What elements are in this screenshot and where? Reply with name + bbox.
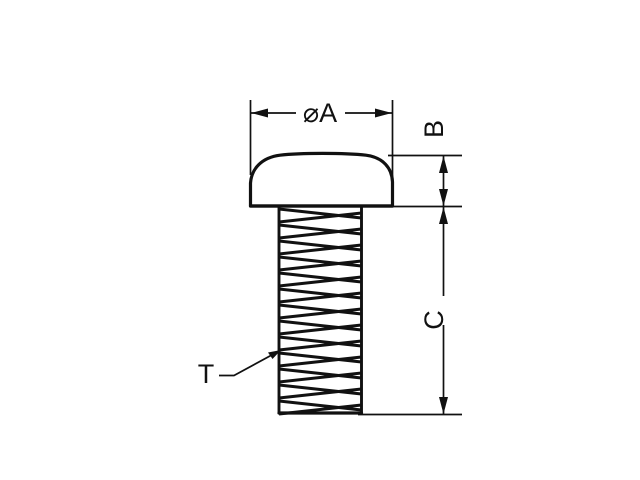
dimension-head-height-b: B (388, 120, 462, 208)
arrowhead-c-up (439, 207, 448, 224)
arrowhead-t (268, 350, 281, 359)
label-head-height-b: B (419, 120, 449, 138)
thread-helix-front (278, 207, 362, 412)
arrowhead-b-up (439, 156, 448, 173)
label-thread-t: T (198, 359, 215, 389)
thread-helix-back (278, 211, 362, 416)
label-diameter-a: ⌀A (303, 98, 337, 128)
arrowhead-c-down (439, 397, 448, 414)
callout-thread-t: T (198, 349, 282, 389)
screw-head (248, 151, 395, 208)
arrowhead-left (251, 108, 268, 118)
head-outline (248, 151, 395, 208)
leader-line-t (219, 349, 282, 377)
dimension-diameter-a: ⌀A (249, 98, 394, 190)
arrowhead-b-down (439, 189, 448, 206)
screw-shank-thread (248, 204, 395, 416)
arrowhead-right (375, 108, 392, 118)
label-length-c: C (419, 310, 449, 330)
dimension-length-c: C (358, 207, 462, 416)
